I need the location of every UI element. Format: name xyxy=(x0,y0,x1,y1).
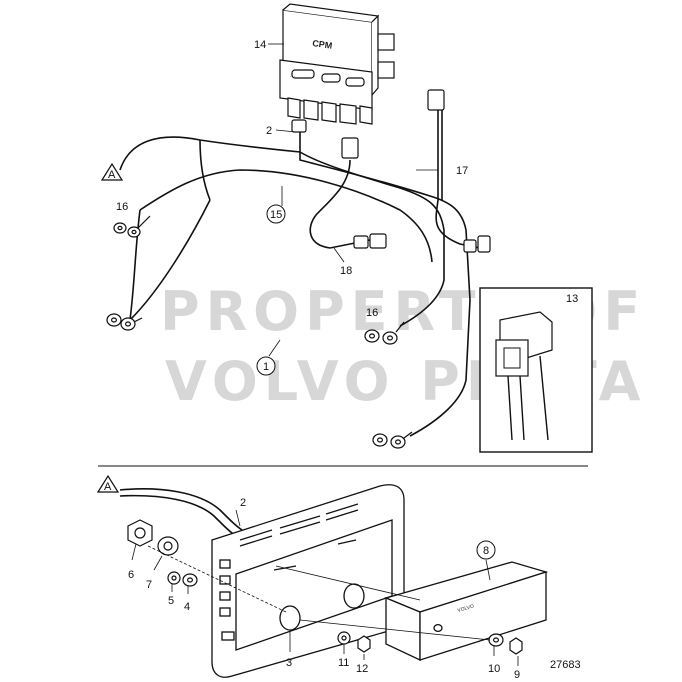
callout-3: 3 xyxy=(286,657,292,669)
drawing-number: 27683 xyxy=(550,659,581,671)
lower-leaders xyxy=(131,509,519,666)
callout-8: 8 xyxy=(483,545,489,557)
cpm-module: CPM ··· xyxy=(279,3,395,125)
detail-13 xyxy=(479,287,593,453)
panel-housing xyxy=(211,484,405,678)
reference-a-lower: A xyxy=(96,474,243,537)
callout-5: 5 xyxy=(168,595,174,607)
svg-text:VOLVO: VOLVO xyxy=(457,603,475,613)
callout-13: 13 xyxy=(566,293,578,305)
callout-6: 6 xyxy=(128,569,134,581)
callout-9: 9 xyxy=(514,669,520,681)
callout-12: 12 xyxy=(356,663,368,675)
callout-2: 2 xyxy=(266,125,272,137)
fasteners xyxy=(127,519,523,655)
callout-17: 17 xyxy=(456,165,468,177)
callout-15: 15 xyxy=(270,209,282,221)
callout-7: 7 xyxy=(146,579,152,591)
connectors xyxy=(291,89,491,253)
callout-14: 14 xyxy=(254,39,266,51)
callout-16-lower: 16 xyxy=(366,307,378,319)
cpm-label: CPM xyxy=(312,38,333,51)
callout-4: 4 xyxy=(184,601,190,613)
reference-a-upper: A xyxy=(100,162,124,181)
callout-10: 10 xyxy=(488,663,500,675)
upper-callouts: 14 2 17 16 15 18 16 13 1 xyxy=(116,39,578,376)
svg-text:···: ··· xyxy=(290,74,295,80)
lower-callouts: 2 6 7 5 4 3 11 12 8 10 9 27683 xyxy=(128,497,581,681)
callout-2-lower: 2 xyxy=(240,497,246,509)
wiring-harness xyxy=(119,110,481,437)
ring-terminals xyxy=(106,215,413,449)
cover-plate: VOLVO xyxy=(384,561,549,662)
leader-lines xyxy=(268,43,438,357)
callout-11: 11 xyxy=(338,657,349,669)
svg-text:A: A xyxy=(104,481,112,493)
callout-18: 18 xyxy=(340,265,352,277)
callout-1: 1 xyxy=(263,361,269,373)
callout-16-upper: 16 xyxy=(116,201,128,213)
svg-text:A: A xyxy=(108,169,116,181)
